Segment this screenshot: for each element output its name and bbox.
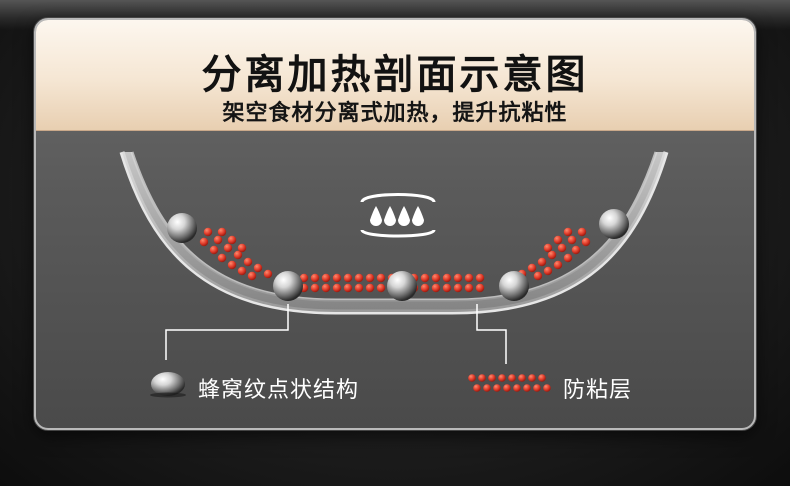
coating-dot: [253, 263, 263, 273]
coating-dot: [577, 227, 587, 237]
coating-dot: [354, 273, 364, 283]
coating-dot: [537, 257, 547, 267]
legend-red-dot: [503, 384, 511, 392]
legend-red-dot: [483, 384, 491, 392]
coating-dot: [263, 269, 273, 279]
coating-dot: [310, 283, 320, 293]
coating-dot: [243, 257, 253, 267]
coating-dot: [453, 273, 463, 283]
coating-dot: [420, 273, 430, 283]
coating-dot: [237, 266, 247, 276]
page-subtitle: 架空食材分离式加热，提升抗粘性: [222, 101, 568, 126]
coating-dot: [475, 273, 485, 283]
legend-red-dot: [508, 374, 516, 382]
callout-line-coating: [476, 304, 507, 364]
steel-bead: [167, 213, 197, 243]
coating-dot: [199, 237, 209, 247]
legend-red-dot: [538, 374, 546, 382]
coating-label: 防粘层: [563, 378, 633, 403]
coating-dot: [203, 227, 213, 237]
coating-dot: [332, 283, 342, 293]
coating-dot: [543, 266, 553, 276]
header-banner: 分离加热剖面示意图 架空食材分离式加热，提升抗粘性: [36, 20, 754, 131]
coating-dot: [321, 283, 331, 293]
infographic-card: 分离加热剖面示意图 架空食材分离式加热，提升抗粘性: [34, 18, 756, 430]
honeycomb-label: 蜂窝纹点状结构: [198, 378, 360, 403]
coating-dot: [343, 283, 353, 293]
steel-bead: [273, 271, 303, 301]
coating-dot: [376, 273, 386, 283]
steel-bead-icon: [150, 372, 186, 398]
coating-dot: [365, 273, 375, 283]
pan-cross-section-diagram: [119, 151, 669, 398]
coating-dot: [233, 250, 243, 260]
coating-dot: [227, 260, 237, 270]
coating-dot: [299, 273, 309, 283]
steel-bead: [387, 271, 417, 301]
coating-dot: [247, 271, 257, 281]
coating-dot: [217, 227, 227, 237]
legend-red-dot: [478, 374, 486, 382]
legend-red-dot: [533, 384, 541, 392]
callout-line-honeycomb: [165, 304, 289, 360]
coating-dot: [237, 243, 247, 253]
legend-red-dot: [513, 384, 521, 392]
coating-dot: [365, 283, 375, 293]
legend-red-dot: [523, 384, 531, 392]
coating-dot: [420, 283, 430, 293]
legend-red-dot: [528, 374, 536, 382]
coating-dot: [475, 283, 485, 293]
coating-dot: [581, 237, 591, 247]
coating-dot: [557, 243, 567, 253]
coating-dot: [431, 273, 441, 283]
legend-red-dot: [473, 384, 481, 392]
coating-dot: [442, 283, 452, 293]
coating-dot: [527, 263, 537, 273]
legend-red-dot: [488, 374, 496, 382]
coating-dot: [310, 273, 320, 283]
coating-dot: [332, 273, 342, 283]
coating-dot: [553, 260, 563, 270]
coating-dot: [571, 245, 581, 255]
legend-red-dot: [543, 384, 551, 392]
coating-dot: [209, 245, 219, 255]
water-drops-icon: [360, 193, 436, 238]
coating-dot: [563, 253, 573, 263]
coating-dot: [227, 235, 237, 245]
steel-bead: [499, 271, 529, 301]
coating-dot: [213, 235, 223, 245]
coating-dot: [553, 235, 563, 245]
coating-dot: [547, 250, 557, 260]
legend-red-dot: [493, 384, 501, 392]
coating-dot: [464, 273, 474, 283]
legend-red-dot: [468, 374, 476, 382]
coating-dot: [567, 235, 577, 245]
coating-dot: [376, 283, 386, 293]
coating-dot: [343, 273, 353, 283]
coating-dot: [533, 271, 543, 281]
honeycomb-beads: [167, 209, 629, 301]
coating-dot: [442, 273, 452, 283]
coating-dot: [453, 283, 463, 293]
legend-red-dot: [498, 374, 506, 382]
coating-dot: [217, 253, 227, 263]
red-dots-icon: [468, 374, 551, 392]
page-title: 分离加热剖面示意图: [201, 52, 589, 98]
coating-dot: [563, 227, 573, 237]
legend-red-dot: [518, 374, 526, 382]
coating-dot: [354, 283, 364, 293]
coating-dot: [431, 283, 441, 293]
coating-dot: [223, 243, 233, 253]
coating-dot: [321, 273, 331, 283]
coating-dot: [464, 283, 474, 293]
coating-dot: [543, 243, 553, 253]
steel-bead: [599, 209, 629, 239]
